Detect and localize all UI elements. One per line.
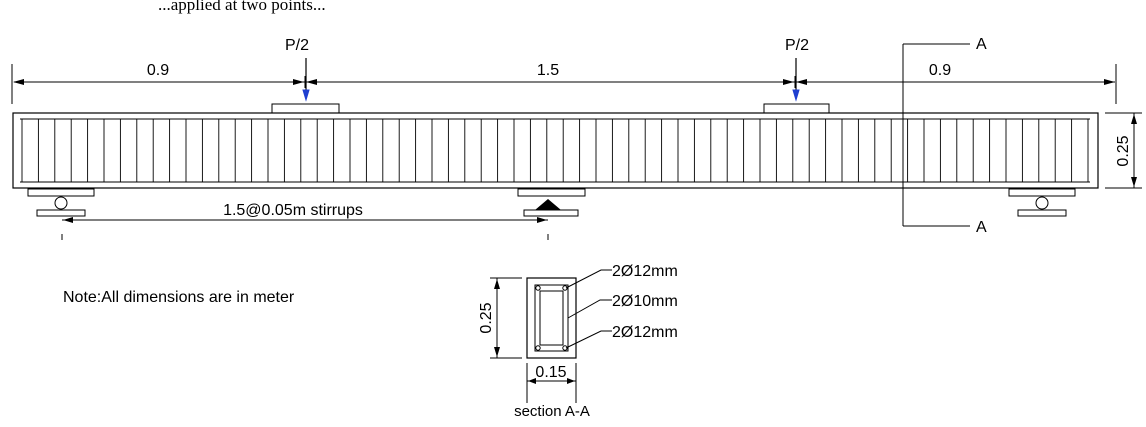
beam-depth-label: 0.25 xyxy=(1115,135,1132,166)
stirrups xyxy=(21,119,1089,182)
dimensions-note: Note:All dimensions are in meter xyxy=(63,289,295,306)
rebar-leaders xyxy=(565,269,612,349)
span-dimension-line xyxy=(11,64,1117,104)
rebar-mid-label: 2Ø10mm xyxy=(612,293,678,310)
load-right-label: P/2 xyxy=(785,37,809,54)
section-height-label: 0.25 xyxy=(478,302,495,333)
rebar-top-left xyxy=(535,285,541,291)
section-cut-marker xyxy=(902,43,970,227)
stirrup-spacing-label: 1.5@0.05m stirrups xyxy=(223,202,363,219)
load-left-label: P/2 xyxy=(285,37,309,54)
section-height-dimension xyxy=(490,277,522,359)
load-plate-left xyxy=(271,103,340,114)
load-plate-right xyxy=(763,103,830,114)
section-cut-label-bottom: A xyxy=(976,219,987,236)
rebar-top-right xyxy=(562,285,568,291)
stirrup-dimension-line xyxy=(61,217,549,240)
rebar-top-label: 2Ø12mm xyxy=(612,263,678,280)
section-title: section A-A xyxy=(514,403,590,420)
support-right xyxy=(1008,188,1076,217)
section-width-dimension xyxy=(526,363,577,403)
rebar-bottom-right xyxy=(562,345,568,351)
section-cut-label-top: A xyxy=(976,36,987,53)
span-middle-label: 1.5 xyxy=(537,62,559,79)
beam-depth-dimension xyxy=(1105,112,1142,189)
cross-section xyxy=(526,277,577,359)
load-right-arrow xyxy=(792,58,800,102)
support-left xyxy=(27,188,95,217)
load-left-arrow xyxy=(302,58,310,102)
rebar-bottom-label: 2Ø12mm xyxy=(612,324,678,341)
beam xyxy=(12,112,1099,189)
span-right-label: 0.9 xyxy=(929,62,951,79)
header-fragment: ...applied at two points... xyxy=(158,0,326,14)
span-left-label: 0.9 xyxy=(147,62,169,79)
rebar-bottom-left xyxy=(535,345,541,351)
support-middle xyxy=(517,188,586,217)
section-width-label: 0.15 xyxy=(535,364,566,381)
